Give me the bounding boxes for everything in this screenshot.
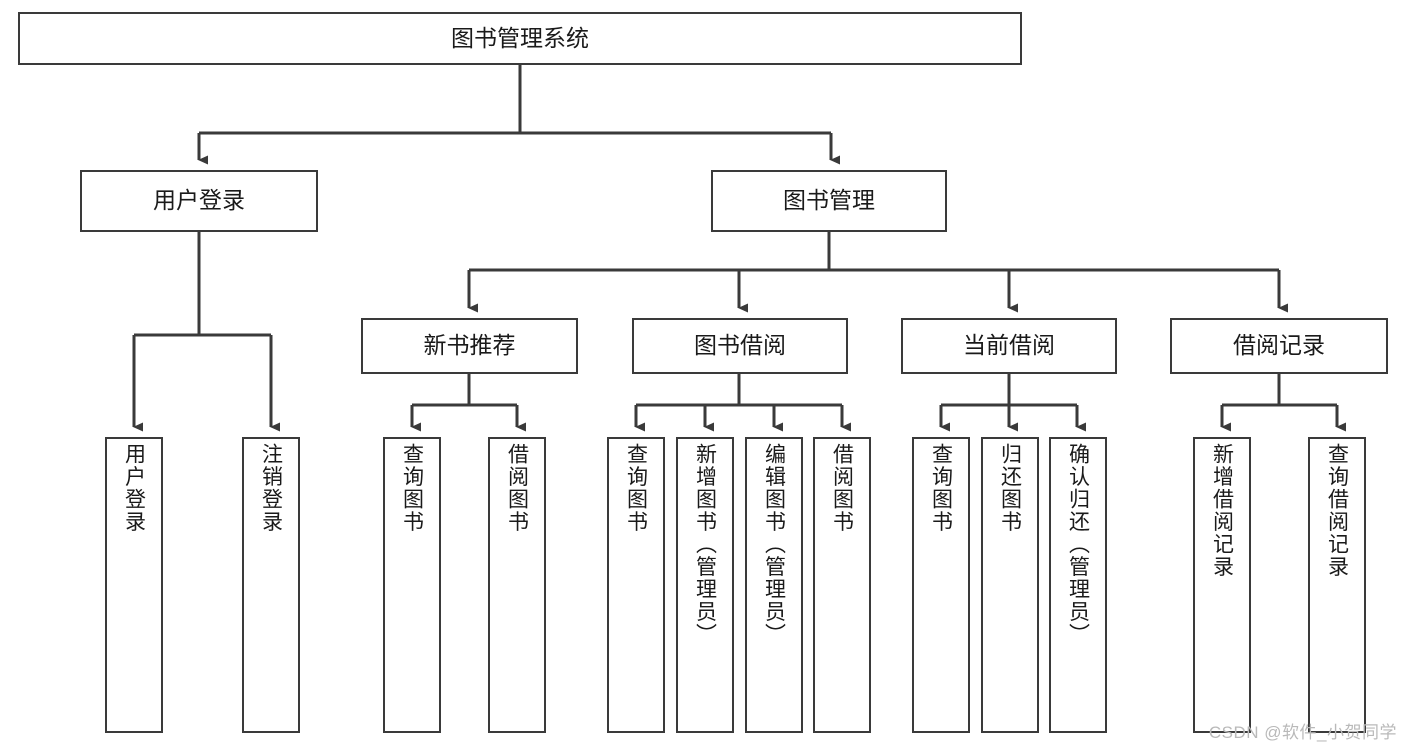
node-book-borrow[interactable]: 图书借阅 — [632, 318, 848, 374]
leaf-add-book[interactable]: 新增图书（管理员） — [676, 437, 734, 733]
node-label: 查询图书 — [929, 443, 953, 533]
node-label: 借阅图书 — [505, 443, 529, 533]
leaf-return-book[interactable]: 归还图书 — [981, 437, 1039, 733]
node-label: 借阅图书 — [830, 443, 854, 533]
leaf-borrow-book-1[interactable]: 借阅图书 — [488, 437, 546, 733]
node-label: 借阅记录 — [1233, 332, 1325, 359]
node-user-login[interactable]: 用户登录 — [80, 170, 318, 232]
node-label: 归还图书 — [998, 443, 1022, 533]
leaf-add-record[interactable]: 新增借阅记录 — [1193, 437, 1251, 733]
leaf-borrow-book-2[interactable]: 借阅图书 — [813, 437, 871, 733]
node-label: 新增借阅记录 — [1210, 443, 1234, 578]
node-label: 查询图书 — [400, 443, 424, 533]
node-label: 当前借阅 — [963, 332, 1055, 359]
node-label: 新书推荐 — [423, 332, 516, 359]
leaf-logout[interactable]: 注销登录 — [242, 437, 300, 733]
watermark: CSDN @软件_小贺同学 — [1208, 723, 1397, 742]
node-current-borrow[interactable]: 当前借阅 — [901, 318, 1117, 374]
node-new-book-recommend[interactable]: 新书推荐 — [361, 318, 578, 374]
node-label: 图书借阅 — [694, 332, 786, 359]
node-label: 查询图书 — [624, 443, 648, 533]
leaf-edit-book[interactable]: 编辑图书（管理员） — [745, 437, 803, 733]
node-label: 确认归还（管理员） — [1066, 443, 1090, 646]
node-borrow-record[interactable]: 借阅记录 — [1170, 318, 1388, 374]
leaf-query-book-2[interactable]: 查询图书 — [607, 437, 665, 733]
leaf-confirm-return[interactable]: 确认归还（管理员） — [1049, 437, 1107, 733]
node-label: 新增图书（管理员） — [693, 443, 717, 646]
node-label: 查询借阅记录 — [1325, 443, 1349, 578]
node-label: 注销登录 — [259, 443, 283, 533]
leaf-user-login[interactable]: 用户登录 — [105, 437, 163, 733]
leaf-query-book-1[interactable]: 查询图书 — [383, 437, 441, 733]
node-label: 图书管理系统 — [451, 24, 589, 51]
node-label: 用户登录 — [122, 443, 146, 533]
leaf-query-book-3[interactable]: 查询图书 — [912, 437, 970, 733]
leaf-query-record[interactable]: 查询借阅记录 — [1308, 437, 1366, 733]
node-label: 编辑图书（管理员） — [762, 443, 786, 646]
node-label: 图书管理 — [783, 187, 875, 214]
node-root[interactable]: 图书管理系统 — [18, 12, 1022, 65]
node-book-manage[interactable]: 图书管理 — [711, 170, 947, 232]
node-label: 用户登录 — [153, 187, 245, 214]
